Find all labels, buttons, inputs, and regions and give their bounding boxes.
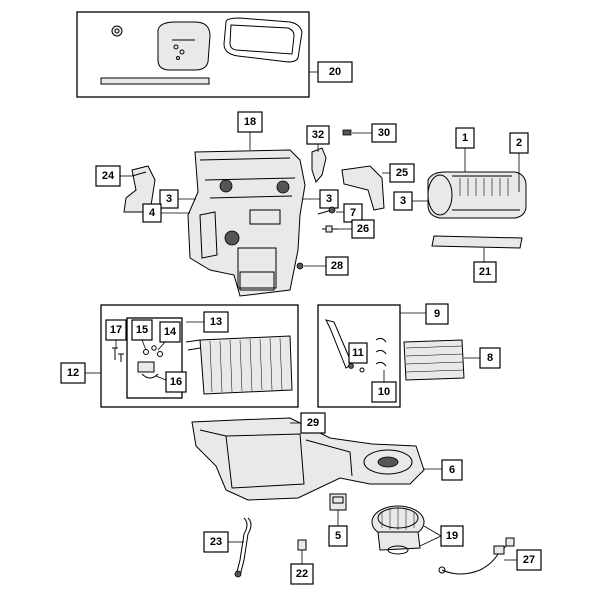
svg-text:5: 5 xyxy=(335,530,341,542)
svg-text:30: 30 xyxy=(378,127,390,139)
blower-assembly xyxy=(427,171,527,219)
svg-text:1: 1 xyxy=(462,132,468,144)
heater-pipe-group xyxy=(317,304,401,408)
svg-text:19: 19 xyxy=(446,530,458,542)
callout-5: 5 xyxy=(328,510,348,547)
callout-20: 20 xyxy=(309,61,353,83)
svg-text:32: 32 xyxy=(312,129,324,141)
svg-text:22: 22 xyxy=(296,568,308,580)
svg-text:7: 7 xyxy=(350,207,356,219)
sensor-7 xyxy=(317,206,336,215)
heater-core-8 xyxy=(403,339,465,381)
svg-text:17: 17 xyxy=(110,324,122,336)
svg-text:18: 18 xyxy=(244,116,256,128)
callout-3-middle: 3 xyxy=(302,189,339,209)
callout-9: 9 xyxy=(400,303,449,325)
svg-text:3: 3 xyxy=(400,195,406,207)
clip-26 xyxy=(322,225,338,233)
callout-11: 11 xyxy=(348,342,368,364)
callout-19: 19 xyxy=(419,525,464,547)
svg-text:23: 23 xyxy=(210,536,222,548)
callout-3-right: 3 xyxy=(393,191,428,211)
callout-10: 10 xyxy=(371,370,397,403)
callout-32: 32 xyxy=(306,125,330,152)
hvac-housing-upper xyxy=(187,149,306,297)
evaporator-group xyxy=(100,304,299,408)
blower-motor-19 xyxy=(371,505,425,555)
svg-text:26: 26 xyxy=(357,223,369,235)
callout-26: 26 xyxy=(338,219,375,239)
svg-text:28: 28 xyxy=(331,260,343,272)
svg-text:3: 3 xyxy=(166,193,172,205)
svg-text:25: 25 xyxy=(396,167,408,179)
screw-30 xyxy=(342,129,352,136)
callout-27: 27 xyxy=(504,549,542,571)
callout-1: 1 xyxy=(455,127,475,172)
callout-13: 13 xyxy=(186,311,229,333)
svg-text:15: 15 xyxy=(136,324,148,336)
duct-25 xyxy=(341,165,385,211)
bracket-32 xyxy=(311,147,327,183)
seal-kit-group xyxy=(76,11,310,98)
svg-text:24: 24 xyxy=(102,170,115,182)
callout-8: 8 xyxy=(464,347,501,369)
callout-2: 2 xyxy=(509,132,529,192)
svg-text:10: 10 xyxy=(378,386,390,398)
callout-28: 28 xyxy=(304,256,349,276)
callout-15: 15 xyxy=(131,319,153,351)
svg-text:11: 11 xyxy=(352,347,364,359)
svg-text:16: 16 xyxy=(170,376,182,388)
svg-text:3: 3 xyxy=(326,193,332,205)
callout-7: 7 xyxy=(336,203,363,223)
callout-18: 18 xyxy=(237,111,263,150)
clip-22 xyxy=(297,539,307,551)
callout-14: 14 xyxy=(157,321,181,351)
callout-23: 23 xyxy=(203,531,244,553)
callout-4: 4 xyxy=(142,203,190,223)
svg-text:27: 27 xyxy=(523,554,535,566)
svg-text:29: 29 xyxy=(307,417,319,429)
duct-24 xyxy=(123,165,156,213)
callout-21: 21 xyxy=(473,248,497,283)
callout-29: 29 xyxy=(290,412,326,434)
svg-text:9: 9 xyxy=(434,308,440,320)
callout-3-left: 3 xyxy=(159,189,196,209)
svg-text:8: 8 xyxy=(487,352,493,364)
svg-text:4: 4 xyxy=(149,207,156,219)
callout-6: 6 xyxy=(424,459,463,481)
wire-harness-27 xyxy=(438,537,515,575)
svg-text:12: 12 xyxy=(67,367,79,379)
callout-16: 16 xyxy=(155,371,187,393)
svg-text:2: 2 xyxy=(516,137,522,149)
svg-text:14: 14 xyxy=(164,326,177,338)
callout-25: 25 xyxy=(382,163,415,183)
blower-resistor-5 xyxy=(329,493,347,511)
callout-24: 24 xyxy=(95,165,132,187)
screw-28 xyxy=(296,262,304,270)
cabin-filter-21 xyxy=(431,235,523,249)
callout-17: 17 xyxy=(105,319,127,348)
callout-22: 22 xyxy=(290,550,314,585)
callout-30: 30 xyxy=(352,123,397,143)
svg-text:6: 6 xyxy=(449,464,455,476)
svg-text:13: 13 xyxy=(210,316,222,328)
svg-text:21: 21 xyxy=(479,266,491,278)
callout-12: 12 xyxy=(60,362,101,384)
svg-text:20: 20 xyxy=(329,66,341,78)
drain-hose-23 xyxy=(234,517,252,578)
